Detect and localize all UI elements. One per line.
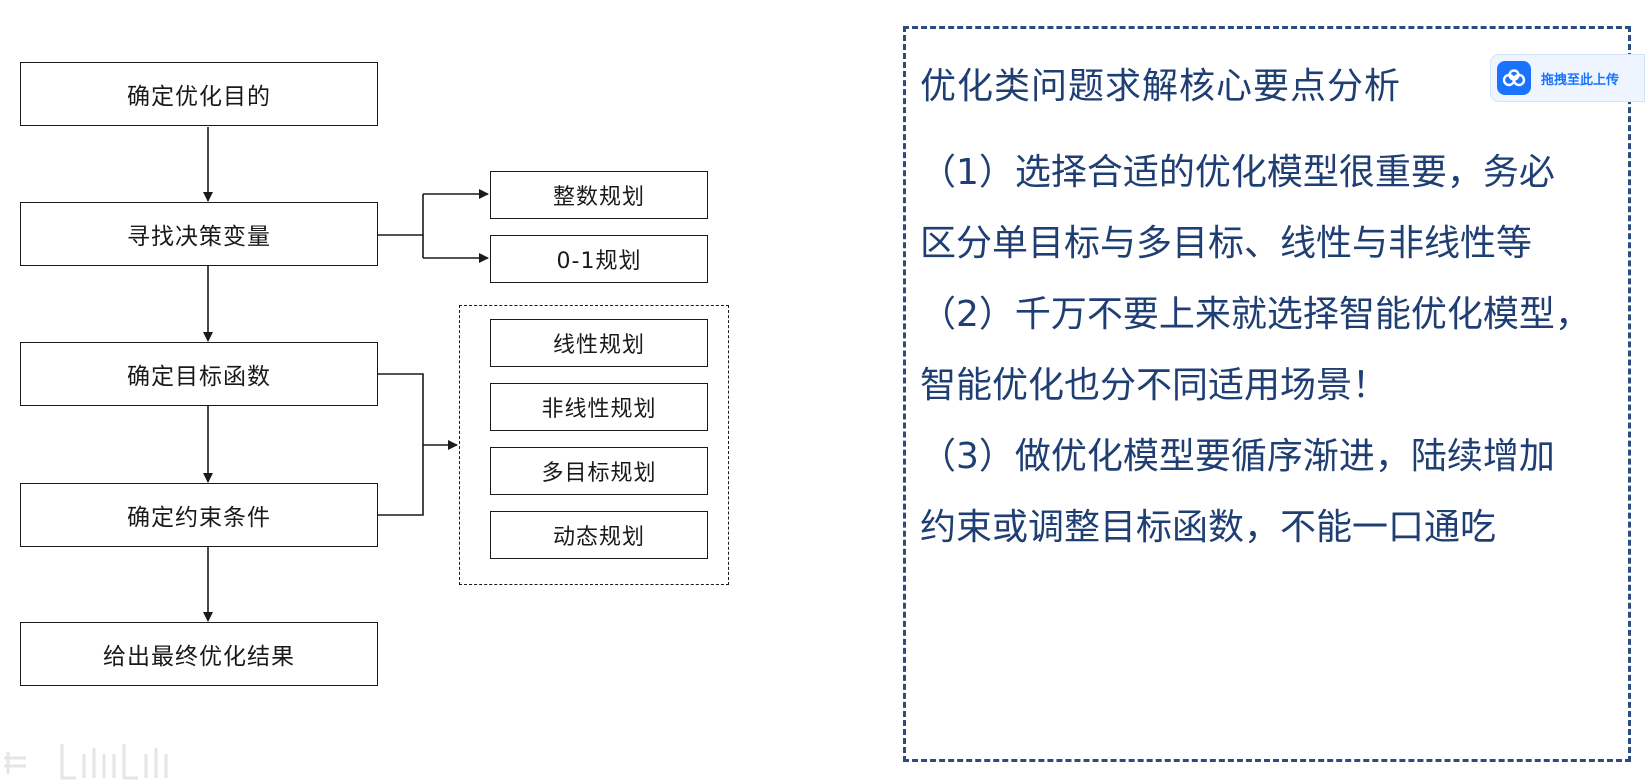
- model-type-label: 多目标规划: [541, 461, 657, 486]
- bracket-objective: [378, 373, 424, 516]
- branch-variables: [378, 194, 424, 236]
- dynamic-programming-box: 动态规划: [490, 511, 708, 559]
- panel-body: （1）选择合适的优化模型很重要，务必 区分单目标与多目标、线性与非线性等 （2）…: [920, 137, 1630, 563]
- model-type-label: 线性规划: [552, 333, 645, 358]
- step-label: 给出最终优化结果: [103, 644, 295, 670]
- panel-line: （2）千万不要上来就选择智能优化模型，: [920, 294, 1591, 335]
- integer-programming-box: 整数规划: [490, 171, 708, 219]
- step-label: 确定约束条件: [127, 505, 271, 531]
- variable-type-label: 0-1规划: [556, 249, 642, 274]
- drag-upload-button[interactable]: 拖拽至此上传: [1490, 54, 1645, 102]
- step-label: 确定优化目的: [127, 84, 271, 110]
- multi-objective-programming-box: 多目标规划: [490, 447, 708, 495]
- panel-line: 约束或调整目标函数，不能一口通吃: [920, 507, 1497, 548]
- linear-programming-box: 线性规划: [490, 319, 708, 367]
- panel-title: 优化类问题求解核心要点分析: [920, 66, 1402, 107]
- step-define-goal: 确定优化目的: [20, 62, 378, 126]
- panel-line: （3）做优化模型要循序渐进，陆续增加: [920, 436, 1555, 477]
- panel-line: 区分单目标与多目标、线性与非线性等: [920, 223, 1533, 264]
- watermark-logo: [4, 744, 168, 780]
- key-points-panel: 优化类问题求解核心要点分析 （1）选择合适的优化模型很重要，务必 区分单目标与多…: [903, 26, 1631, 762]
- model-type-label: 非线性规划: [541, 397, 657, 422]
- step-final-result: 给出最终优化结果: [20, 622, 378, 686]
- step-label: 寻找决策变量: [127, 224, 271, 250]
- step-find-variables: 寻找决策变量: [20, 202, 378, 266]
- step-label: 确定目标函数: [127, 364, 271, 390]
- binary-programming-box: 0-1规划: [490, 235, 708, 283]
- model-type-group: [459, 305, 729, 585]
- baidu-netdisk-icon: [1497, 61, 1531, 95]
- panel-line: 智能优化也分不同适用场景！: [920, 365, 1389, 406]
- model-type-label: 动态规划: [552, 525, 645, 550]
- nonlinear-programming-box: 非线性规划: [490, 383, 708, 431]
- step-constraints: 确定约束条件: [20, 483, 378, 547]
- variable-type-label: 整数规划: [552, 185, 645, 210]
- step-objective-function: 确定目标函数: [20, 342, 378, 406]
- upload-label: 拖拽至此上传: [1541, 72, 1620, 88]
- panel-line: （1）选择合适的优化模型很重要，务必: [920, 152, 1555, 193]
